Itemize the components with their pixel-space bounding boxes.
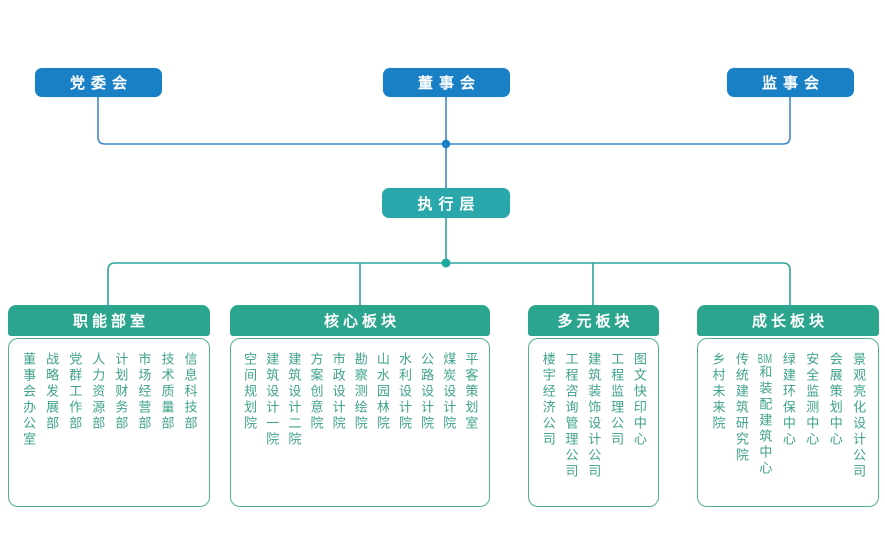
group-title: 核心板块 — [230, 305, 490, 336]
department-item: 空间规划院 — [242, 352, 258, 432]
department-item: 建筑设计二院 — [286, 352, 302, 448]
group-department-list: 董事会办公室战略发展部党群工作部人力资源部计划财务部市场经营部技术质量部信息科技… — [8, 338, 210, 507]
group-department-list: 空间规划院建筑设计一院建筑设计二院方案创意院市政设计院勘察测绘院山水园林院水利设… — [230, 338, 490, 507]
group-department-list: 楼宇经济公司工程咨询管理公司建筑装饰设计公司工程监理公司图文快印中心 — [528, 338, 659, 507]
department-item: 战略发展部 — [44, 352, 60, 432]
connector-bottom-rail — [107, 262, 791, 306]
department-item: 平客策划室 — [463, 352, 479, 432]
department-item: 技术质量部 — [159, 352, 175, 432]
node-party-committee: 党委会 — [35, 68, 162, 97]
department-item: 市政设计院 — [330, 352, 346, 432]
department-item: 传统建筑研究院 — [733, 352, 749, 464]
department-item: 乡村未来院 — [710, 352, 726, 432]
department-item: 工程监理公司 — [609, 352, 625, 448]
department-item: 信息科技部 — [182, 352, 198, 432]
group-diversified-sector: 多元板块 楼宇经济公司工程咨询管理公司建筑装饰设计公司工程监理公司图文快印中心 — [528, 305, 659, 507]
group-functional-departments: 职能部室 董事会办公室战略发展部党群工作部人力资源部计划财务部市场经营部技术质量… — [8, 305, 210, 507]
department-item: 图文快印中心 — [631, 352, 647, 448]
department-item: 景观亮化设计公司 — [851, 352, 867, 480]
group-department-list: 乡村未来院传统建筑研究院 BIM和装配建筑中心绿建环保中心安全监测中心会展策划中心… — [697, 338, 879, 507]
department-item: 建筑装饰设计公司 — [586, 352, 602, 480]
department-item: 市场经营部 — [136, 352, 152, 432]
department-item: 煤炭设计院 — [441, 352, 457, 432]
department-item: 董事会办公室 — [21, 352, 37, 448]
department-item: 绿建环保中心 — [780, 352, 796, 448]
department-item: 安全监测中心 — [804, 352, 820, 448]
department-item: 人力资源部 — [90, 352, 106, 432]
department-item: 工程咨询管理公司 — [563, 352, 579, 480]
department-item: BIM和装配建筑中心 — [757, 352, 773, 477]
department-item: 会展策划中心 — [827, 352, 843, 448]
department-item: 方案创意院 — [308, 352, 324, 432]
department-item: 勘察测绘院 — [352, 352, 368, 432]
connector-top-tree — [97, 96, 791, 145]
node-supervisory-board: 监事会 — [727, 68, 854, 97]
department-item: 建筑设计一院 — [264, 352, 280, 448]
group-title: 多元板块 — [528, 305, 659, 336]
group-title: 职能部室 — [8, 305, 210, 336]
department-item: 计划财务部 — [113, 352, 129, 432]
group-core-sector: 核心板块 空间规划院建筑设计一院建筑设计二院方案创意院市政设计院勘察测绘院山水园… — [230, 305, 490, 507]
department-item: 公路设计院 — [419, 352, 435, 432]
node-executive-layer: 执行层 — [382, 188, 510, 218]
department-item: 水利设计院 — [397, 352, 412, 432]
group-growth-sector: 成长板块 乡村未来院传统建筑研究院 BIM和装配建筑中心绿建环保中心安全监测中心会… — [697, 305, 879, 507]
department-item: 楼宇经济公司 — [540, 352, 556, 448]
junction-dot-blue — [441, 139, 451, 149]
node-board-of-directors: 董事会 — [383, 68, 510, 97]
group-title: 成长板块 — [697, 305, 879, 336]
department-item: 山水园林院 — [374, 352, 390, 432]
department-item: 党群工作部 — [67, 352, 83, 432]
junction-dot-teal — [441, 258, 451, 268]
